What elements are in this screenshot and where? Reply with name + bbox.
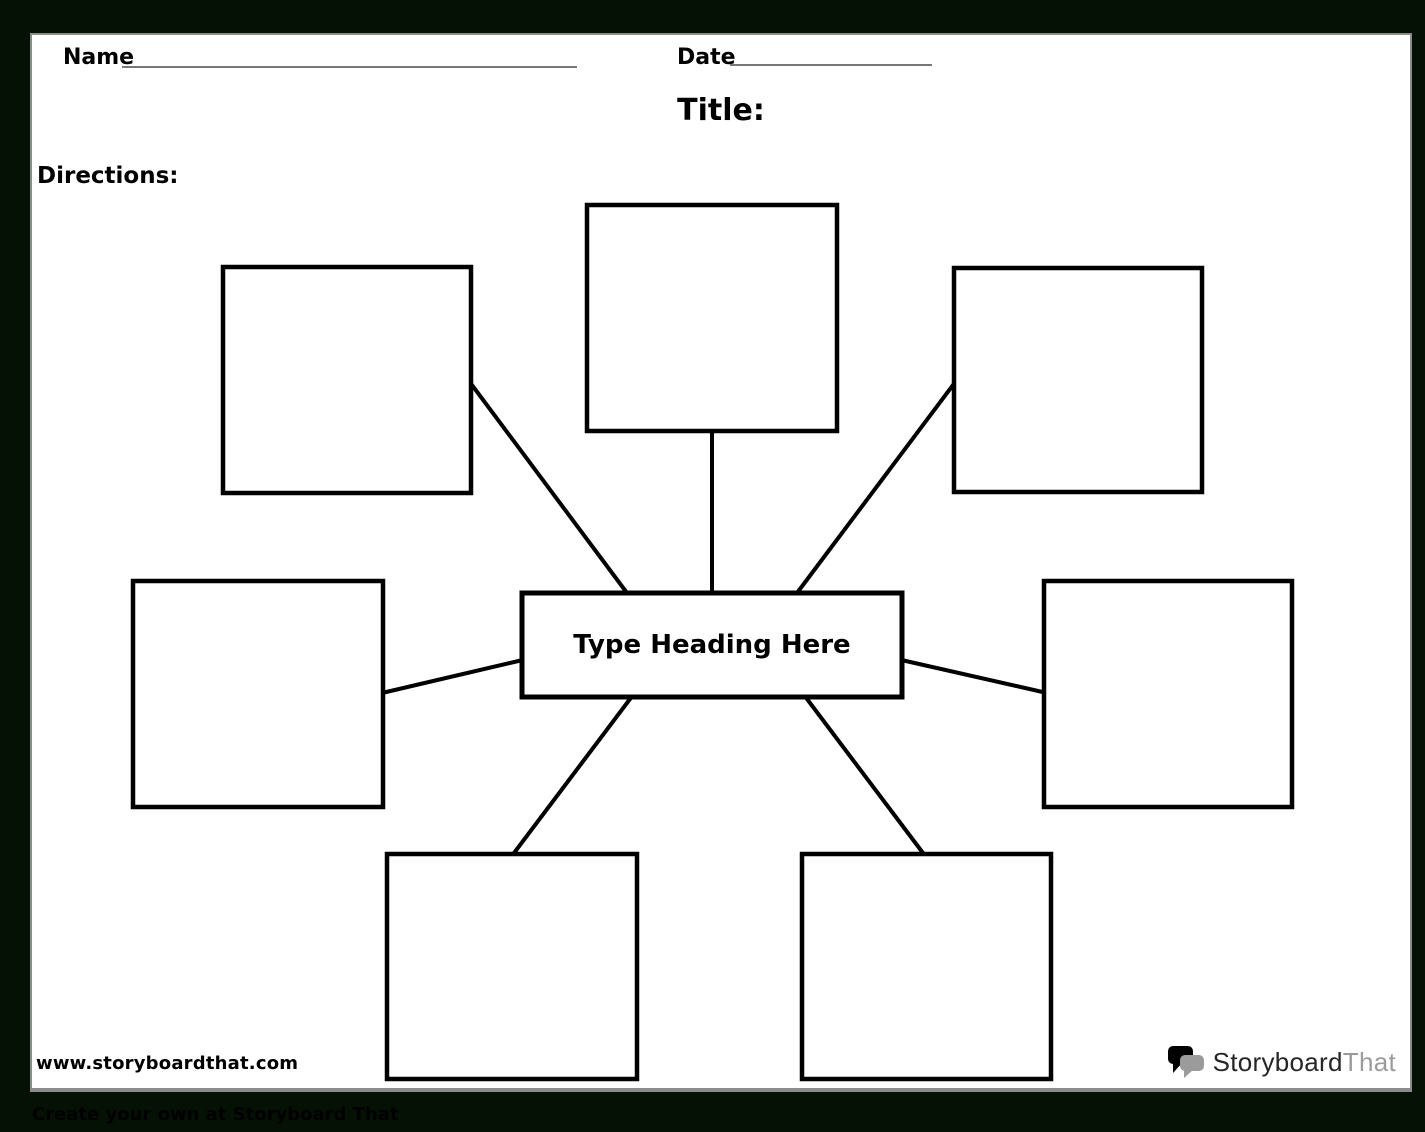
connector-left [381, 657, 528, 695]
spoke-box-top-left[interactable] [220, 264, 474, 496]
name-write-line [122, 66, 577, 68]
connector-top-left [467, 379, 632, 599]
connector-right [896, 657, 1048, 695]
spoke-box-bottom-left[interactable] [384, 851, 640, 1082]
spoke-box-bottom-right[interactable] [799, 851, 1054, 1082]
center-heading-box[interactable] [519, 590, 905, 700]
bottom-bar-text: Create your own at Storyboard That [32, 1103, 399, 1125]
storyboardthat-logo: StoryboardThat [1167, 1044, 1396, 1080]
name-label: Name [63, 45, 135, 70]
logo-text-primary: Storyboard [1212, 1046, 1343, 1077]
spider-diagram [130, 202, 1295, 1082]
connector-bottom-left [509, 693, 635, 859]
spoke-box-left[interactable] [130, 578, 386, 810]
logo-text: StoryboardThat [1213, 1047, 1396, 1078]
spoke-box-top-right[interactable] [951, 265, 1205, 495]
date-write-line [730, 64, 932, 66]
connector-top-right [792, 379, 958, 599]
worksheet-page: Name Date Title: Directions: Type Headin [30, 33, 1412, 1092]
spoke-box-top-center[interactable] [584, 202, 840, 434]
bottom-bar: Create your own at Storyboard That [0, 1096, 1425, 1132]
connector-bottom-right [802, 693, 928, 859]
date-label: Date [677, 45, 736, 70]
center-heading-text[interactable]: Type Heading Here [573, 630, 851, 660]
directions-label: Directions: [37, 163, 179, 189]
logo-text-secondary: That [1342, 1046, 1396, 1077]
spoke-box-right[interactable] [1041, 578, 1295, 810]
speech-bubbles-icon [1167, 1046, 1204, 1078]
connector-lines [381, 379, 1048, 859]
title-label: Title: [677, 93, 765, 128]
footer-url: www.storyboardthat.com [36, 1053, 299, 1074]
